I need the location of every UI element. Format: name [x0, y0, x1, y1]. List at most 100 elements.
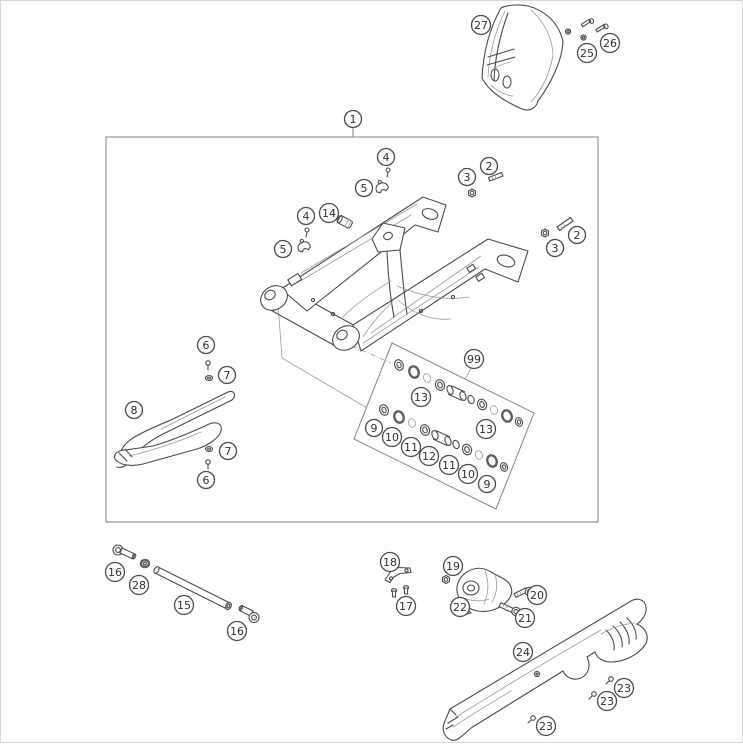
callout-number: 10 [385, 431, 399, 444]
callout-99[interactable]: 99 [463, 348, 485, 370]
callout-number: 13 [414, 391, 428, 404]
callout-balloon-circle[interactable] [104, 561, 126, 583]
callout-4[interactable]: 4 [376, 147, 396, 167]
callout-6[interactable]: 6 [196, 470, 216, 490]
callout-1[interactable]: 1 [343, 109, 363, 129]
callout-9[interactable]: 9 [364, 418, 384, 438]
callout-number: 23 [600, 695, 614, 708]
callout-balloon-circle[interactable] [273, 239, 293, 259]
callout-7[interactable]: 7 [218, 441, 238, 461]
callout-23[interactable]: 23 [596, 690, 618, 712]
callout-15[interactable]: 15 [173, 594, 195, 616]
callout-balloon-circle[interactable] [457, 463, 479, 485]
callout-balloon-circle[interactable] [376, 147, 396, 167]
callout-13[interactable]: 13 [475, 418, 497, 440]
callout-23[interactable]: 23 [613, 677, 635, 699]
callout-3[interactable]: 3 [457, 167, 477, 187]
chain-slider-part [114, 360, 236, 470]
callout-number: 23 [539, 720, 553, 733]
callout-2[interactable]: 2 [567, 225, 587, 245]
callout-balloon-circle[interactable] [379, 551, 401, 573]
callout-number: 17 [399, 600, 413, 613]
callout-balloon-circle[interactable] [173, 594, 195, 616]
callout-8[interactable]: 8 [124, 400, 144, 420]
callout-27[interactable]: 27 [470, 14, 492, 36]
callout-5[interactable]: 5 [273, 239, 293, 259]
callout-balloon-circle[interactable] [318, 202, 340, 224]
callout-balloon-circle[interactable] [381, 426, 403, 448]
callout-3[interactable]: 3 [545, 238, 565, 258]
callout-balloon-circle[interactable] [576, 42, 598, 64]
callout-16[interactable]: 16 [226, 620, 248, 642]
callout-balloon-circle[interactable] [343, 109, 363, 129]
callout-balloon-circle[interactable] [526, 584, 548, 606]
callout-balloon-circle[interactable] [567, 225, 587, 245]
callout-11[interactable]: 11 [400, 436, 422, 458]
callout-balloon-circle[interactable] [128, 574, 150, 596]
callout-number: 3 [464, 171, 471, 184]
callout-balloon-circle[interactable] [514, 607, 536, 629]
callout-balloon-circle[interactable] [296, 206, 316, 226]
callout-21[interactable]: 21 [514, 607, 536, 629]
callout-10[interactable]: 10 [457, 463, 479, 485]
callout-5[interactable]: 5 [354, 178, 374, 198]
callout-number: 22 [453, 601, 467, 614]
callout-balloon-circle[interactable] [545, 238, 565, 258]
callout-19[interactable]: 19 [442, 555, 464, 577]
axle-assembly [112, 544, 260, 624]
callout-balloon-circle[interactable] [410, 386, 432, 408]
callout-balloon-circle[interactable] [470, 14, 492, 36]
callout-balloon-circle[interactable] [354, 178, 374, 198]
callout-24[interactable]: 24 [512, 641, 534, 663]
callout-balloon-circle[interactable] [418, 445, 440, 467]
callout-14[interactable]: 14 [318, 202, 340, 224]
callout-balloon-circle[interactable] [463, 348, 485, 370]
bearing-kit [353, 342, 535, 510]
callout-13[interactable]: 13 [410, 386, 432, 408]
callout-10[interactable]: 10 [381, 426, 403, 448]
callout-balloon-circle[interactable] [196, 470, 216, 490]
callout-2[interactable]: 2 [479, 156, 499, 176]
callout-28[interactable]: 28 [128, 574, 150, 596]
callout-balloon-circle[interactable] [449, 596, 471, 618]
windscreen-screws [564, 18, 609, 41]
callout-17[interactable]: 17 [395, 595, 417, 617]
callout-balloon-circle[interactable] [512, 641, 534, 663]
callout-balloon-circle[interactable] [395, 595, 417, 617]
callout-balloon-circle[interactable] [124, 400, 144, 420]
callout-22[interactable]: 22 [449, 596, 471, 618]
callout-number: 5 [361, 182, 368, 195]
callout-18[interactable]: 18 [379, 551, 401, 573]
callout-11[interactable]: 11 [438, 454, 460, 476]
callout-balloon-circle[interactable] [364, 418, 384, 438]
callout-25[interactable]: 25 [576, 42, 598, 64]
callout-balloon-circle[interactable] [218, 441, 238, 461]
callout-9[interactable]: 9 [477, 474, 497, 494]
callout-balloon-circle[interactable] [457, 167, 477, 187]
callout-20[interactable]: 20 [526, 584, 548, 606]
callout-number: 26 [603, 37, 617, 50]
callout-balloon-circle[interactable] [535, 715, 557, 737]
callout-6[interactable]: 6 [196, 335, 216, 355]
callout-balloon-circle[interactable] [217, 365, 237, 385]
callout-4[interactable]: 4 [296, 206, 316, 226]
callout-balloon-circle[interactable] [596, 690, 618, 712]
callout-7[interactable]: 7 [217, 365, 237, 385]
callout-16[interactable]: 16 [104, 561, 126, 583]
callout-number: 15 [177, 599, 191, 612]
callout-balloon-circle[interactable] [477, 474, 497, 494]
callout-balloon-circle[interactable] [599, 32, 621, 54]
callout-balloon-circle[interactable] [475, 418, 497, 440]
callout-23[interactable]: 23 [535, 715, 557, 737]
callout-balloon-circle[interactable] [400, 436, 422, 458]
callout-balloon-circle[interactable] [479, 156, 499, 176]
callout-balloon-circle[interactable] [196, 335, 216, 355]
callout-balloon-circle[interactable] [442, 555, 464, 577]
callout-balloon-circle[interactable] [438, 454, 460, 476]
callout-12[interactable]: 12 [418, 445, 440, 467]
callout-balloon-circle[interactable] [613, 677, 635, 699]
callout-26[interactable]: 26 [599, 32, 621, 54]
callout-number: 27 [474, 19, 488, 32]
callout-balloon-circle[interactable] [226, 620, 248, 642]
